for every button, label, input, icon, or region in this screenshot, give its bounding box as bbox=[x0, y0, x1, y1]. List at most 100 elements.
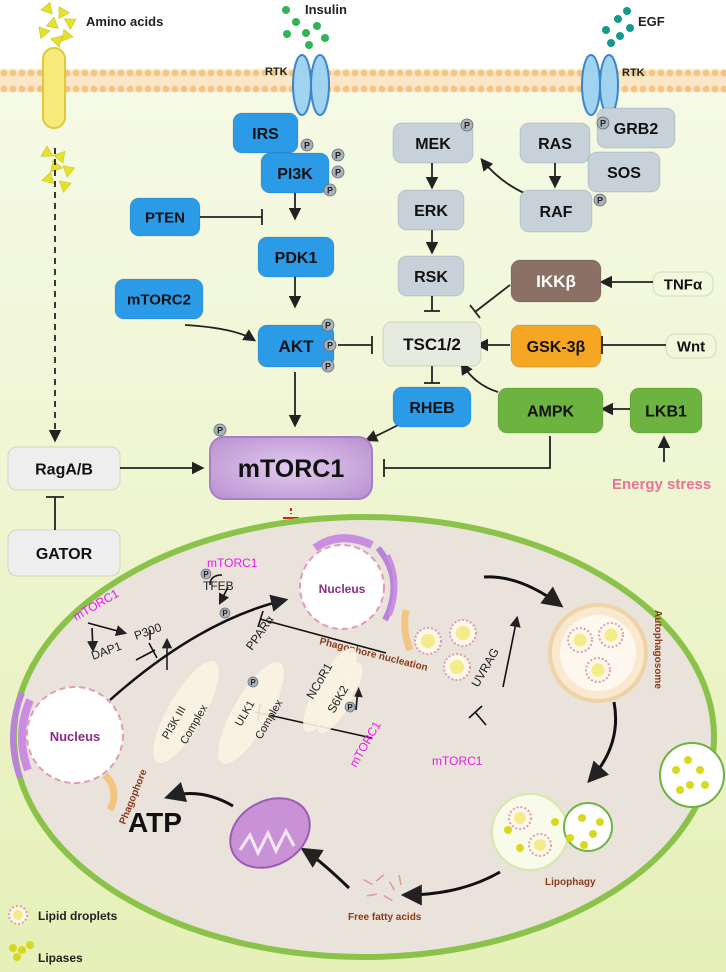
svg-text:P: P bbox=[250, 678, 256, 687]
phospho-icon: P bbox=[300, 138, 314, 152]
rtk-receptor-right bbox=[581, 54, 619, 116]
nucleus-left-label: Nucleus bbox=[50, 729, 101, 744]
node-rheb-label: RHEB bbox=[409, 400, 454, 417]
node-rheb: RHEB bbox=[392, 386, 472, 428]
node-pi3k-label: PI3K bbox=[277, 166, 313, 183]
node-pdk1: PDK1 bbox=[257, 236, 335, 278]
autophagosome bbox=[548, 603, 648, 703]
nucleus-left bbox=[10, 686, 124, 812]
phospho-icon: P bbox=[460, 118, 474, 132]
phospho-icon: P bbox=[323, 183, 337, 197]
autophagosome-label: Autophagosome bbox=[652, 610, 663, 689]
node-rsk-label: RSK bbox=[414, 269, 448, 286]
svg-text:P: P bbox=[217, 425, 223, 435]
rtk-right-label: RTK bbox=[622, 67, 645, 79]
autophagy-arrows bbox=[86, 574, 618, 906]
lipophagy-contents bbox=[504, 756, 709, 857]
node-wnt: Wnt bbox=[665, 333, 717, 359]
mtorc1-uvrag-regulator: mTORC1 bbox=[432, 754, 483, 768]
legend-lipid-droplets-label: Lipid droplets bbox=[38, 909, 118, 923]
node-tnfa-label: TNFα bbox=[664, 276, 703, 293]
svg-text:P: P bbox=[600, 118, 606, 128]
node-gator-label: GATOR bbox=[36, 546, 93, 563]
free-fatty-acids-icon bbox=[363, 874, 402, 902]
node-raga: RagA/B bbox=[7, 446, 121, 491]
insulin-label: Insulin bbox=[305, 2, 347, 17]
node-gsk3b: GSK-3β bbox=[510, 324, 602, 368]
svg-text:P: P bbox=[304, 140, 310, 150]
node-rsk: RSK bbox=[397, 255, 465, 297]
node-wnt-label: Wnt bbox=[677, 338, 705, 355]
node-pdk1-label: PDK1 bbox=[275, 250, 318, 267]
node-grb2: GRB2 P bbox=[596, 107, 676, 149]
pathway-nodes: IRSPPI3KPPPPTENPDK1mTORC2AKTPPPMEKPRASGR… bbox=[7, 107, 717, 577]
amino-acid-particles-internal bbox=[40, 145, 76, 193]
node-pten-label: PTEN bbox=[145, 209, 185, 226]
node-raf: RAF P bbox=[519, 189, 607, 233]
phospho-icon: P bbox=[323, 338, 337, 352]
node-akt-label: AKT bbox=[279, 337, 315, 356]
node-ras-label: RAS bbox=[538, 136, 572, 153]
node-erk: ERK bbox=[397, 189, 465, 231]
phospho-icon: P bbox=[344, 701, 356, 713]
ffa-label: Free fatty acids bbox=[348, 912, 422, 923]
svg-text:P: P bbox=[335, 150, 341, 160]
svg-text:P: P bbox=[222, 609, 228, 618]
legend bbox=[8, 905, 34, 961]
atp-label: ATP bbox=[128, 807, 182, 838]
node-sos: SOS bbox=[587, 151, 661, 193]
lipid-droplets-cluster bbox=[414, 619, 477, 681]
amino-acid-transporter bbox=[42, 47, 66, 129]
node-lkb1-label: LKB1 bbox=[645, 403, 687, 420]
mtorc1-complex: mTORC1 bbox=[209, 436, 373, 500]
node-mtorc2: mTORC2 bbox=[114, 278, 204, 320]
node-ikkb-label: IKKβ bbox=[536, 272, 576, 291]
svg-text:P: P bbox=[325, 361, 331, 371]
phospho-icon: P bbox=[331, 148, 345, 162]
mtorc1-inhibition-mark bbox=[283, 508, 299, 519]
node-gsk3b-label: GSK-3β bbox=[527, 339, 586, 356]
svg-text:P: P bbox=[347, 703, 353, 712]
legend-lipases-label: Lipases bbox=[38, 951, 83, 965]
svg-text:P: P bbox=[327, 185, 333, 195]
mitochondrion bbox=[229, 797, 311, 869]
node-raf-label: RAF bbox=[540, 204, 573, 221]
node-grb2-label: GRB2 bbox=[614, 121, 659, 138]
phospho-icon: P bbox=[321, 318, 335, 332]
energy-stress-label: Energy stress bbox=[612, 476, 711, 493]
node-raga-label: RagA/B bbox=[35, 461, 93, 478]
svg-text:P: P bbox=[464, 120, 470, 130]
svg-text:P: P bbox=[325, 320, 331, 330]
rtk-receptor-left bbox=[292, 54, 330, 116]
node-sos-label: SOS bbox=[607, 165, 641, 182]
node-tnfa: TNFα bbox=[652, 271, 714, 297]
amino-acid-particles bbox=[38, 1, 77, 48]
svg-text:P: P bbox=[335, 167, 341, 177]
phospho-icon: P bbox=[596, 116, 610, 130]
lipophagy-label: Lipophagy bbox=[545, 877, 596, 888]
node-ampk-label: AMPK bbox=[527, 403, 575, 420]
node-erk-label: ERK bbox=[414, 203, 448, 220]
node-mtorc2-label: mTORC2 bbox=[127, 291, 191, 308]
phospho-icon: P bbox=[321, 359, 335, 373]
amino-acids-label: Amino acids bbox=[86, 14, 163, 29]
node-lkb1: LKB1 bbox=[629, 387, 703, 434]
phospho-icon: P bbox=[247, 676, 259, 688]
nucleus-right-label: Nucleus bbox=[319, 582, 366, 596]
egf-molecules bbox=[602, 7, 634, 47]
pathway-edges bbox=[46, 148, 671, 530]
svg-text:P: P bbox=[203, 570, 209, 579]
node-ampk: AMPK bbox=[497, 387, 604, 434]
phospho-icon: P bbox=[200, 568, 212, 580]
tfeb-label: TFEB bbox=[203, 579, 234, 593]
svg-text:P: P bbox=[597, 195, 603, 205]
autophagosome-droplets bbox=[567, 622, 624, 683]
phospho-icon: P bbox=[219, 607, 231, 619]
phospho-icon: P bbox=[593, 193, 607, 207]
insulin-molecules bbox=[282, 6, 329, 49]
mtorc1-label: mTORC1 bbox=[238, 455, 345, 483]
